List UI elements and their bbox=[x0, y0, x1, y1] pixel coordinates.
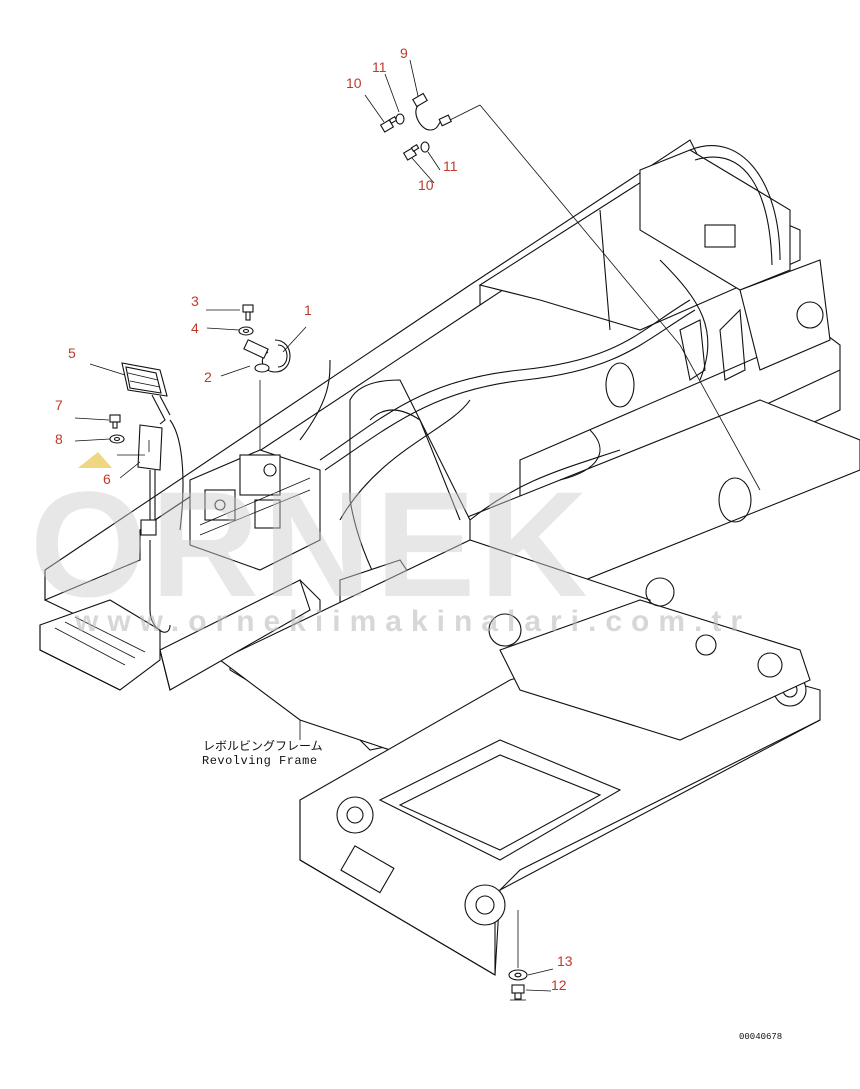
callout-11-top: 11 bbox=[372, 59, 387, 75]
part-clip-1 bbox=[261, 339, 291, 373]
hydraulic-hoses bbox=[299, 145, 781, 521]
callout-7: 7 bbox=[55, 397, 63, 413]
callout-12: 12 bbox=[551, 977, 567, 993]
callout-numbers: 1 2 3 4 5 6 7 8 9 10 10 11 11 12 13 bbox=[55, 45, 573, 993]
watermark: ORNEK www.ornekiimakinalari.com.tr bbox=[30, 452, 751, 638]
callout-2: 2 bbox=[204, 369, 212, 385]
part-washer-11 bbox=[395, 113, 430, 153]
part-bolt-12 bbox=[510, 984, 526, 1001]
part-hose-9 bbox=[412, 92, 452, 131]
watermark-logo-mark bbox=[78, 452, 112, 468]
callout-5: 5 bbox=[68, 345, 76, 361]
part-bracket-6 bbox=[137, 419, 184, 633]
callout-3: 3 bbox=[191, 293, 199, 309]
part-washer-13 bbox=[508, 969, 528, 981]
watermark-brand: ORNEK bbox=[30, 460, 592, 628]
drawing-number: 00040678 bbox=[739, 1032, 782, 1042]
frame-label-english: Revolving Frame bbox=[202, 754, 318, 768]
callout-10-bottom: 10 bbox=[418, 177, 434, 193]
frame-label-japanese: レボルビングフレーム bbox=[203, 739, 323, 753]
watermark-url: www.ornekiimakinalari.com.tr bbox=[74, 605, 751, 638]
part-work-lamp-5 bbox=[121, 362, 171, 425]
step-walkway bbox=[39, 579, 311, 691]
leader-lines bbox=[74, 59, 761, 992]
callout-11-bottom: 11 bbox=[443, 158, 458, 174]
part-bracket-2 bbox=[243, 339, 270, 373]
callout-9: 9 bbox=[400, 45, 408, 61]
part-washer-8 bbox=[109, 434, 125, 444]
callout-6: 6 bbox=[103, 471, 111, 487]
callout-13: 13 bbox=[557, 953, 573, 969]
part-bolt-7 bbox=[109, 414, 121, 429]
callout-4: 4 bbox=[191, 320, 199, 336]
part-bolt-3 bbox=[242, 304, 254, 321]
callout-8: 8 bbox=[55, 431, 63, 447]
callout-1: 1 bbox=[304, 302, 312, 318]
part-bolt-10 bbox=[379, 116, 420, 161]
revolving-frame-outline bbox=[44, 139, 860, 976]
callout-10-top: 10 bbox=[346, 75, 362, 91]
part-washer-4 bbox=[238, 326, 254, 336]
valve-block bbox=[189, 449, 321, 571]
